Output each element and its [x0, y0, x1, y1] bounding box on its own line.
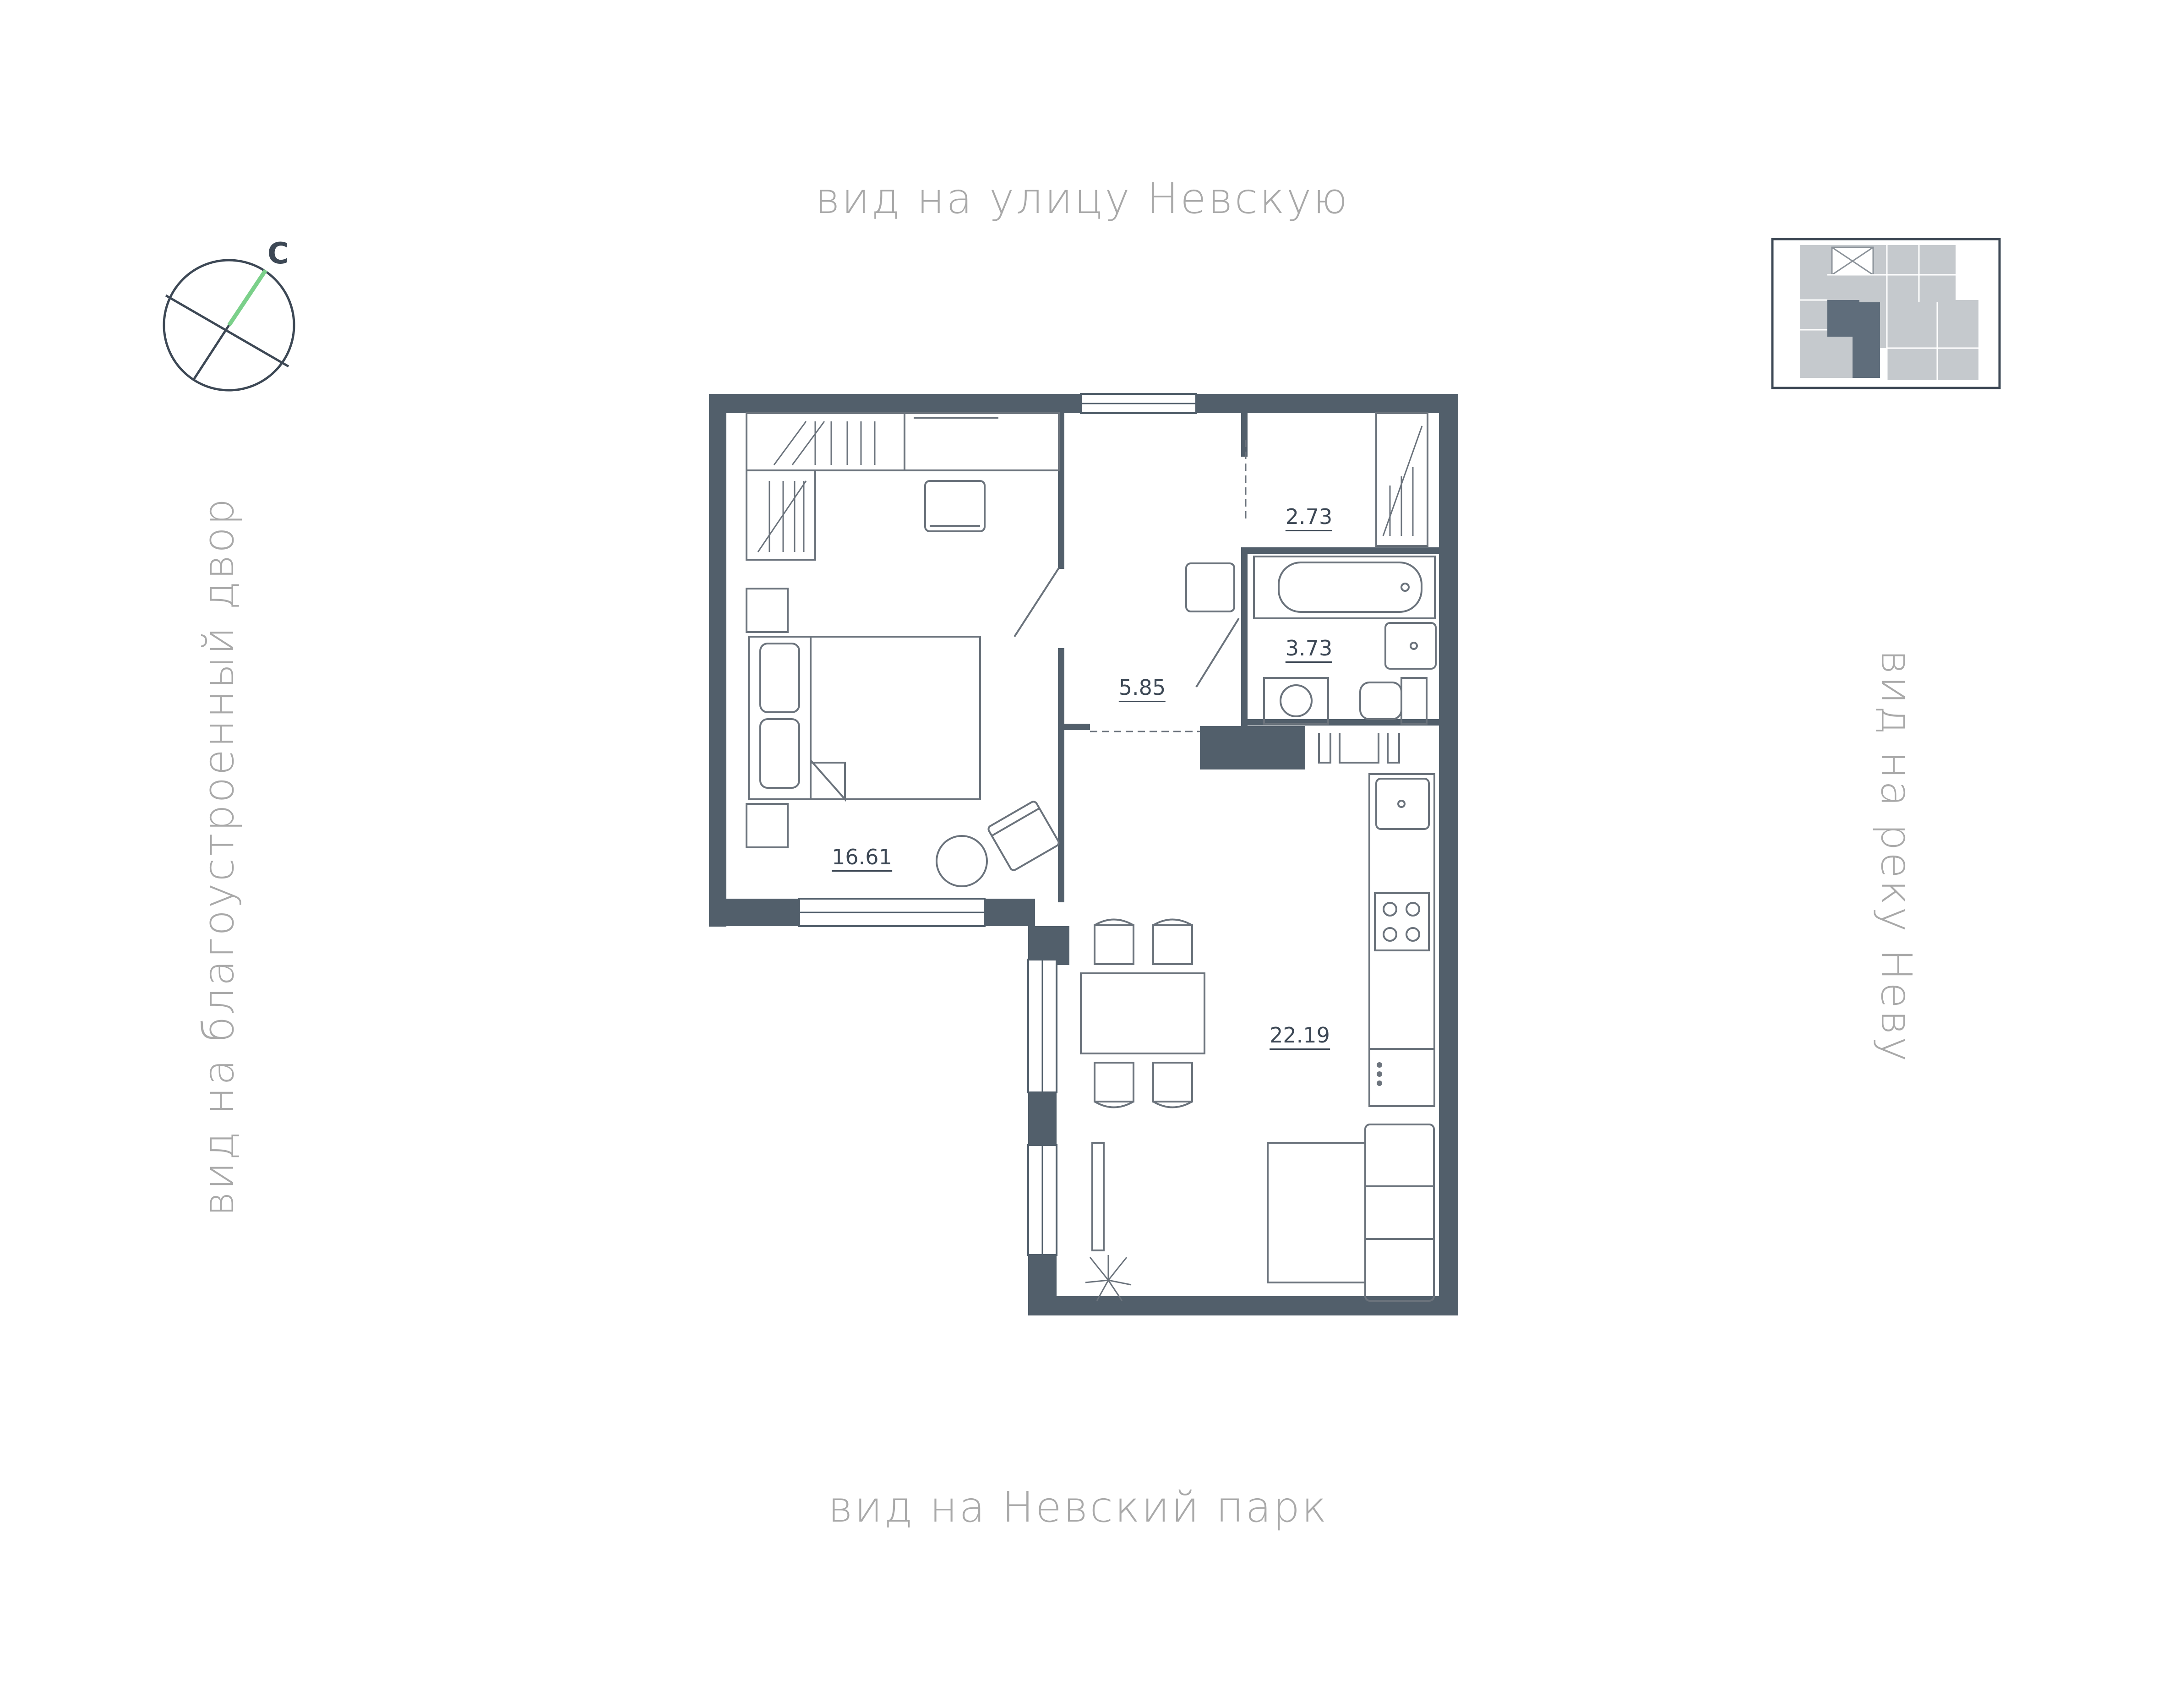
pouf-icon	[1185, 562, 1235, 612]
sofa-icon	[1267, 1142, 1366, 1283]
toilet-icon	[1359, 682, 1402, 720]
door-bathroom	[1195, 617, 1240, 688]
plant-icon	[1085, 1255, 1132, 1301]
compass-north-needle	[227, 269, 267, 327]
compass-north-label: С	[267, 237, 289, 271]
tv-stand-icon	[1091, 1142, 1105, 1251]
room-area-hallway: 5.85	[1118, 677, 1166, 702]
nightstand-icon	[746, 803, 789, 848]
washing-machine-icon	[1263, 677, 1329, 725]
nightstand-icon	[746, 588, 789, 633]
dining-table-icon	[1080, 972, 1205, 1054]
view-label-top: вид на улицу Невскую	[815, 174, 1350, 223]
chair-icon	[1152, 918, 1193, 965]
door-bedroom	[1014, 567, 1060, 638]
bed-icon	[748, 636, 981, 800]
pillow-icon	[759, 643, 800, 713]
wardrobe-icon	[746, 412, 1060, 471]
room-area-bathroom: 3.73	[1285, 638, 1333, 663]
furniture	[746, 412, 1437, 1302]
view-label-left: вид на благоустроенный двор	[194, 497, 243, 1217]
chair-icon	[1152, 1062, 1193, 1108]
room-area-kitchen-living: 22.19	[1270, 1025, 1330, 1050]
pillow-icon	[759, 718, 800, 789]
windows	[798, 393, 1197, 1256]
radiator-icon	[1318, 733, 1331, 764]
compass-icon	[163, 259, 295, 392]
sink-icon	[1384, 622, 1437, 670]
chair-icon	[1094, 918, 1134, 965]
view-label-right: вид на реку Неву	[1872, 649, 1921, 1064]
chair-icon	[924, 480, 986, 532]
storage-shelf-icon	[1375, 412, 1428, 547]
walls	[709, 394, 1458, 1315]
chair-icon	[1094, 1062, 1134, 1108]
view-label-bottom: вид на Невский парк	[828, 1483, 1329, 1532]
armchair-icon	[987, 801, 1060, 871]
stove-icon	[1374, 892, 1430, 951]
bathtub-icon	[1253, 556, 1436, 619]
building-minimap	[1771, 238, 2001, 389]
room-area-bedroom: 16.61	[832, 846, 892, 872]
round-table-icon	[936, 835, 988, 887]
shelf-icon	[746, 469, 816, 561]
kitchen-counter-icon	[1368, 773, 1435, 1107]
kitchen-sink-icon	[1375, 778, 1430, 830]
room-area-storage: 2.73	[1285, 506, 1333, 531]
